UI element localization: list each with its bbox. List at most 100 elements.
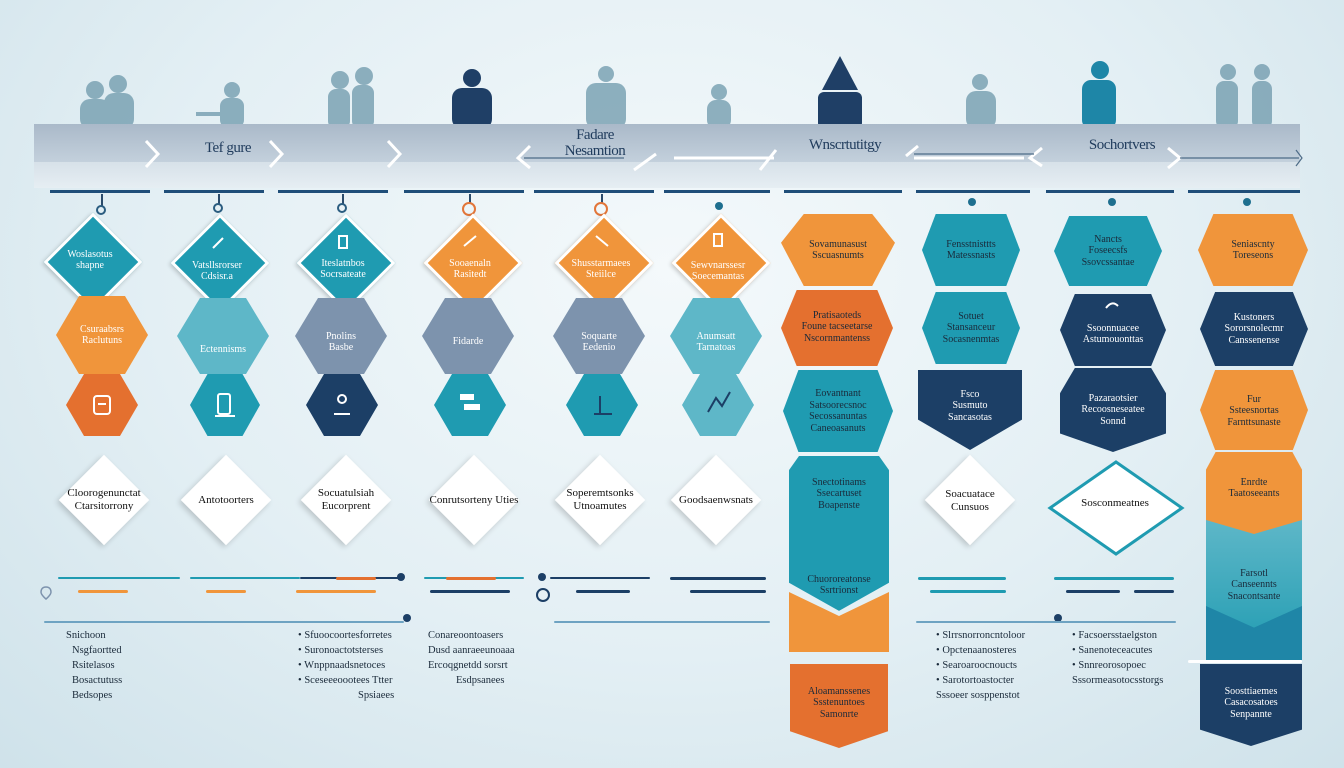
list-item: • Sanenoteceacutes	[1072, 645, 1153, 656]
pin-ring	[337, 203, 347, 213]
link-icon	[1105, 302, 1119, 309]
header-underline	[50, 190, 150, 193]
list-item: Bosactutuss	[72, 675, 123, 686]
header-underline	[916, 190, 1030, 193]
column-4-mid-text: Fidarde	[452, 336, 484, 348]
pin-dot	[715, 202, 723, 210]
right-column-1-text-2: Pratisaoteds Foune tacseetarse Nscornman…	[801, 309, 873, 344]
right-column-4-text-1: Seniascnty Toreseons	[1231, 238, 1275, 262]
pin	[101, 194, 103, 206]
timeline-dot	[397, 573, 405, 581]
header-label-4: Sochortvers	[1088, 137, 1156, 153]
column-5-icon-hex	[566, 374, 638, 436]
right-column-3-cell-3	[1060, 368, 1166, 452]
glass-icon	[713, 233, 723, 247]
list-item: Dusd aanraeeunoaaa	[428, 645, 515, 656]
list-item: • Sfuoocoortesforretes	[298, 630, 392, 641]
timeline-line	[190, 577, 300, 579]
right-column-3-text-3: Pazaraotsier Recoosneseatee Sonnd	[1081, 392, 1145, 427]
timeline-line	[918, 577, 1006, 580]
right-column-1-text-3: Eovantnant Satsoorecsnoc Secossanuntas C…	[809, 388, 867, 434]
right-column-3-cell-2	[1060, 294, 1166, 366]
pin-ring	[594, 202, 608, 216]
notes-list-4: • Slrrsnorroncntoloor • Opctenaanosteres…	[936, 628, 1025, 703]
timeline-line	[58, 577, 180, 579]
tool-icon	[463, 235, 477, 247]
list-item: • Sceseeeoootees Ttter	[298, 675, 393, 686]
header-underline	[1188, 190, 1300, 193]
pin-ring	[213, 203, 223, 213]
pin-ring	[96, 205, 106, 215]
list-item: Snichoon	[66, 630, 106, 641]
pin	[469, 194, 471, 204]
notes-list-3: Conareoontoasers Dusd aanraeeunoaaa Erco…	[428, 628, 515, 688]
header-underline	[664, 190, 770, 193]
column-1-mid-text: Csuraabsrs Raclutuns	[80, 323, 124, 347]
list-item: • Searoaroocnoucts	[936, 660, 1017, 671]
pin-dot	[1243, 198, 1251, 206]
person-icon	[334, 394, 350, 415]
column-2-top-text: Vatsllsrorser Cdsisr.a	[192, 259, 242, 283]
header-band	[34, 124, 1300, 162]
right-column-3-text-4: Sosconmeatnes	[1081, 496, 1149, 509]
timeline-dot	[538, 573, 546, 581]
list-item: • Wnppnaadsnetoces	[298, 660, 386, 671]
section-divider	[1188, 660, 1302, 663]
pin	[601, 194, 603, 204]
column-3-mid-text: Pnolins Basbe	[325, 330, 356, 354]
right-column-4-cell-1	[1198, 214, 1308, 286]
right-column-4-cell-6	[1200, 664, 1302, 746]
list-item: Conareoontoasers	[428, 630, 504, 641]
right-column-3-text-1: Nancts Foseecsfs Ssovcssantae	[1081, 233, 1135, 268]
location-pin-icon	[40, 586, 52, 600]
section-divider	[916, 621, 1176, 623]
column-3-top-text: Iteslatnbos Socrsateate	[320, 257, 366, 281]
timeline-line	[930, 590, 1006, 593]
timeline-line	[206, 590, 246, 593]
right-column-1-text-4: Snectotinams Ssecartuset Boapenste	[812, 476, 866, 511]
header-label-1: Tef gure	[204, 140, 252, 156]
list-item: Esdpsanees	[456, 675, 505, 686]
list-item: Bedsopes	[72, 690, 113, 701]
people-silhouettes-illustration	[80, 56, 1272, 129]
right-column-2-cell-2	[922, 292, 1020, 364]
column-3-mid-hex	[295, 298, 387, 374]
right-column-1-cell-3	[783, 370, 893, 452]
column-5-diamond-text: Soperemtsonks Utnoamutes	[566, 487, 634, 512]
timeline-line	[430, 590, 510, 593]
clipboard-icon	[93, 395, 111, 415]
list-item: Sssormeasotocsstorgs	[1072, 675, 1164, 686]
pin	[218, 194, 220, 204]
right-column-4-cell-3	[1200, 370, 1308, 450]
timeline-line	[446, 577, 496, 580]
right-column-1-text-1: Sovamunasust Sscuasnumts	[809, 238, 867, 262]
header-label-2: Fadare Nesamtion	[564, 127, 626, 159]
header-underline	[278, 190, 388, 193]
timeline-line	[670, 577, 766, 580]
list-item: • Snnreorosopoec	[1072, 660, 1146, 671]
right-column-1-cell-6	[790, 664, 888, 748]
column-5-top-text: Shusstarmaees Steiilce	[571, 257, 631, 281]
timeline-line	[1054, 577, 1174, 580]
header-underline	[404, 190, 524, 193]
notes-list-2: • Sfuoocoortesforretes • Suronoactotster…	[298, 628, 394, 703]
column-6-mid-text: Anumsatt Tarnatoas	[696, 330, 736, 354]
stack-icon	[460, 394, 480, 410]
column-2-mid-text: Ectennisms	[199, 344, 247, 356]
column-4-diamond-text: Conrutsorteny Uties	[429, 493, 519, 506]
wrench-icon	[595, 235, 609, 247]
column-5-mid-text: Soquarte Eedenio	[581, 330, 617, 354]
right-column-4-text-2: Kustoners Sororsnolecmr Canssenense	[1224, 311, 1284, 346]
list-item: • Facsoersstaelgston	[1072, 630, 1158, 641]
right-column-1-text-5: Chuororeatonse Ssrtrionst	[807, 573, 871, 597]
timeline-line	[1134, 590, 1174, 593]
column-6-diamond-text: Goodsaenwsnats	[679, 493, 753, 506]
notes-list-5: • Facsoersstaelgston • Sanenoteceacutes …	[1072, 628, 1163, 688]
right-column-2-text-3: Fsco Susmuto Sancasotas	[948, 388, 992, 423]
column-2-diamond-text: Antotoorters	[198, 493, 254, 506]
timeline-line	[550, 577, 650, 579]
right-column-2-text-1: Fensstnisttts Matessnasts	[946, 238, 996, 262]
right-column-2-text-2: Sotuet Stansanceur Socasnenmtas	[942, 310, 1000, 345]
pin	[342, 194, 344, 204]
right-column-4-text-4: Enrdte Taatoseeants	[1228, 476, 1280, 500]
